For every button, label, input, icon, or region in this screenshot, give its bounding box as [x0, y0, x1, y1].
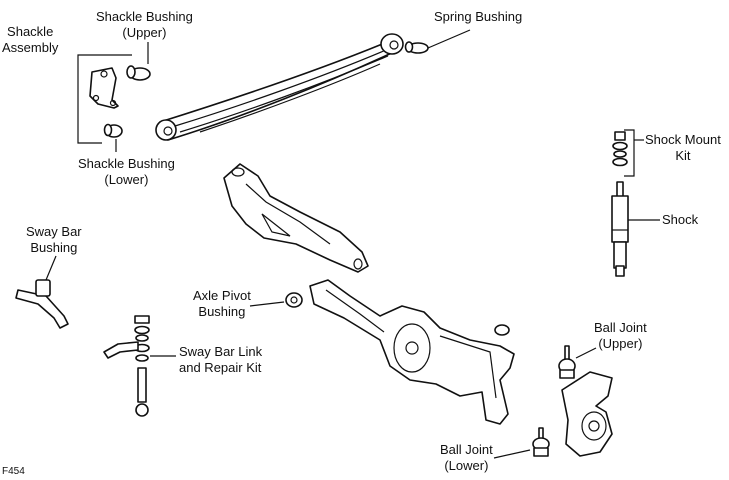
label-line: Ball Joint — [594, 320, 647, 335]
label-shackle-assembly: Shackle Assembly — [2, 24, 58, 56]
shackle-assembly-part — [89, 67, 119, 109]
label-shock-mount-kit: Shock Mount Kit — [645, 132, 721, 164]
label-line: (Upper) — [122, 25, 167, 40]
label-axle-pivot-bushing: Axle Pivot Bushing — [193, 288, 251, 320]
axle-pivot-bushing-part — [249, 292, 303, 308]
label-ball-joint-upper: Ball Joint (Upper) — [594, 320, 647, 352]
ball-joint-lower-part — [493, 427, 550, 459]
label-line: (Lower) — [444, 458, 489, 473]
steering-knuckle — [561, 371, 613, 457]
label-shock: Shock — [662, 212, 698, 228]
label-sway-bar-link: Sway Bar Link and Repair Kit — [179, 344, 262, 376]
leaf-spring — [155, 33, 404, 141]
label-shackle-bushing-lower: Shackle Bushing (Lower) — [78, 156, 175, 188]
label-line: Shackle Bushing — [78, 156, 175, 171]
sway-bar-part — [15, 255, 69, 329]
spring-bushing-part — [404, 29, 471, 54]
label-shackle-bushing-upper: Shackle Bushing (Upper) — [96, 9, 193, 41]
label-spring-bushing: Spring Bushing — [434, 9, 522, 25]
label-line: Shackle Bushing — [96, 9, 193, 24]
label-line: Sway Bar Link — [179, 344, 263, 359]
label-line: Spring Bushing — [434, 9, 523, 24]
label-sway-bar-bushing: Sway Bar Bushing — [26, 224, 82, 256]
label-line: Shock Mount — [645, 132, 721, 147]
label-line: Kit — [675, 148, 691, 163]
shackle-assembly-bracket — [77, 54, 132, 144]
shackle-bushing-upper-part — [126, 42, 151, 81]
label-line: Bushing — [30, 240, 78, 255]
label-line: (Upper) — [598, 336, 643, 351]
label-line: Ball Joint — [440, 442, 493, 457]
axle-beam — [309, 279, 515, 425]
label-line: Sway Bar — [26, 224, 82, 239]
trailing-arm — [223, 163, 369, 273]
ball-joint-upper-part — [558, 345, 597, 379]
label-line: Shock — [662, 212, 699, 227]
sway-bar-link-part — [103, 315, 176, 417]
label-line: Shackle — [7, 24, 54, 39]
label-line: Assembly — [2, 40, 59, 55]
shock-absorber-part — [611, 181, 660, 277]
label-line: Bushing — [198, 304, 246, 319]
label-line: Axle Pivot — [193, 288, 251, 303]
shackle-bushing-lower-part — [103, 123, 123, 152]
label-line: (Lower) — [104, 172, 149, 187]
figure-code: F454 — [2, 466, 25, 477]
label-line: and Repair Kit — [179, 360, 262, 375]
label-ball-joint-lower: Ball Joint (Lower) — [440, 442, 493, 474]
shock-mount-kit-part — [612, 129, 644, 177]
